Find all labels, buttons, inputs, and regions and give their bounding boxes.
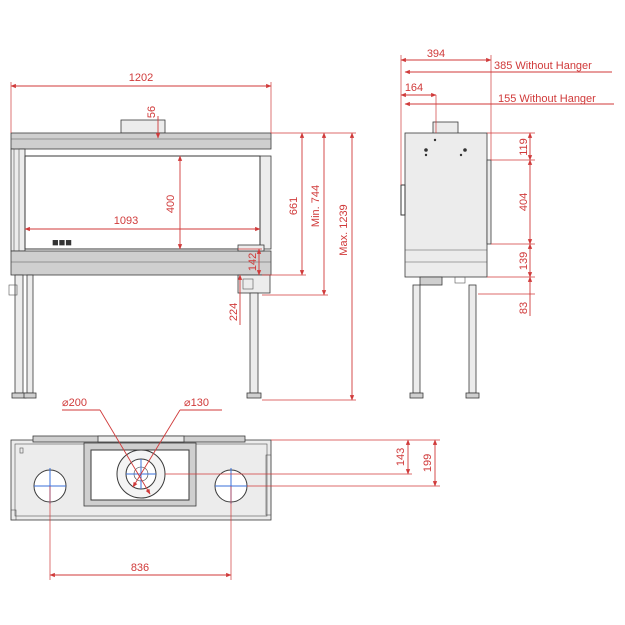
glass-window <box>24 155 261 250</box>
dim-label-min-744: Min. 744 <box>310 185 322 227</box>
dim-label-56: 56 <box>146 106 158 118</box>
dim-label-404: 404 <box>518 193 530 211</box>
dim-label-385: 385 Without Hanger <box>494 60 592 72</box>
dim-label-394: 394 <box>427 48 445 60</box>
dim-label-1093: 1093 <box>114 215 138 227</box>
front-right-frame <box>259 155 272 250</box>
dim-label-83: 83 <box>518 302 530 314</box>
side-body <box>404 132 488 278</box>
dim-label-143: 143 <box>395 448 407 466</box>
dim-label-836: 836 <box>131 562 149 574</box>
top-view: ⌀200 ⌀130 143 199 836 <box>10 397 440 580</box>
front-left-frame <box>10 148 26 252</box>
dim-label-119: 119 <box>518 138 530 156</box>
dim-label-max-1239: Max. 1239 <box>338 204 350 255</box>
side-right-leg <box>468 284 477 394</box>
front-left-leg-inner <box>26 274 34 394</box>
front-right-leg <box>249 292 259 394</box>
leader-diameter-200 <box>99 409 151 495</box>
dim-label-164: 164 <box>405 82 423 94</box>
dim-label-diameter-130: ⌀130 <box>184 397 209 409</box>
dim-label-400: 400 <box>165 195 177 213</box>
leader-diameter-130 <box>132 409 181 488</box>
side-panel-right <box>486 159 492 245</box>
dim-label-155: 155 Without Hanger <box>498 93 596 105</box>
dim-label-139: 139 <box>518 252 530 270</box>
dim-label-224: 224 <box>228 303 240 321</box>
side-left-leg <box>412 284 421 394</box>
dim-label-142: 142 <box>247 253 259 271</box>
front-bottom-band <box>10 250 272 276</box>
dim-label-diameter-200: ⌀200 <box>62 397 87 409</box>
front-left-leg <box>14 274 24 394</box>
side-hanger <box>400 184 406 216</box>
front-top-band <box>10 132 272 150</box>
dim-label-199: 199 <box>422 454 434 472</box>
dim-label-1202: 1202 <box>129 72 153 84</box>
brand-logo: ■■■ <box>52 237 72 249</box>
dim-label-661: 661 <box>288 197 300 215</box>
side-view: 394 385 Without Hanger 164 155 Without H… <box>400 48 614 399</box>
side-flue-outlet <box>432 121 459 135</box>
front-view: ■■■ 1202 56 400 1093 661 <box>8 72 356 401</box>
